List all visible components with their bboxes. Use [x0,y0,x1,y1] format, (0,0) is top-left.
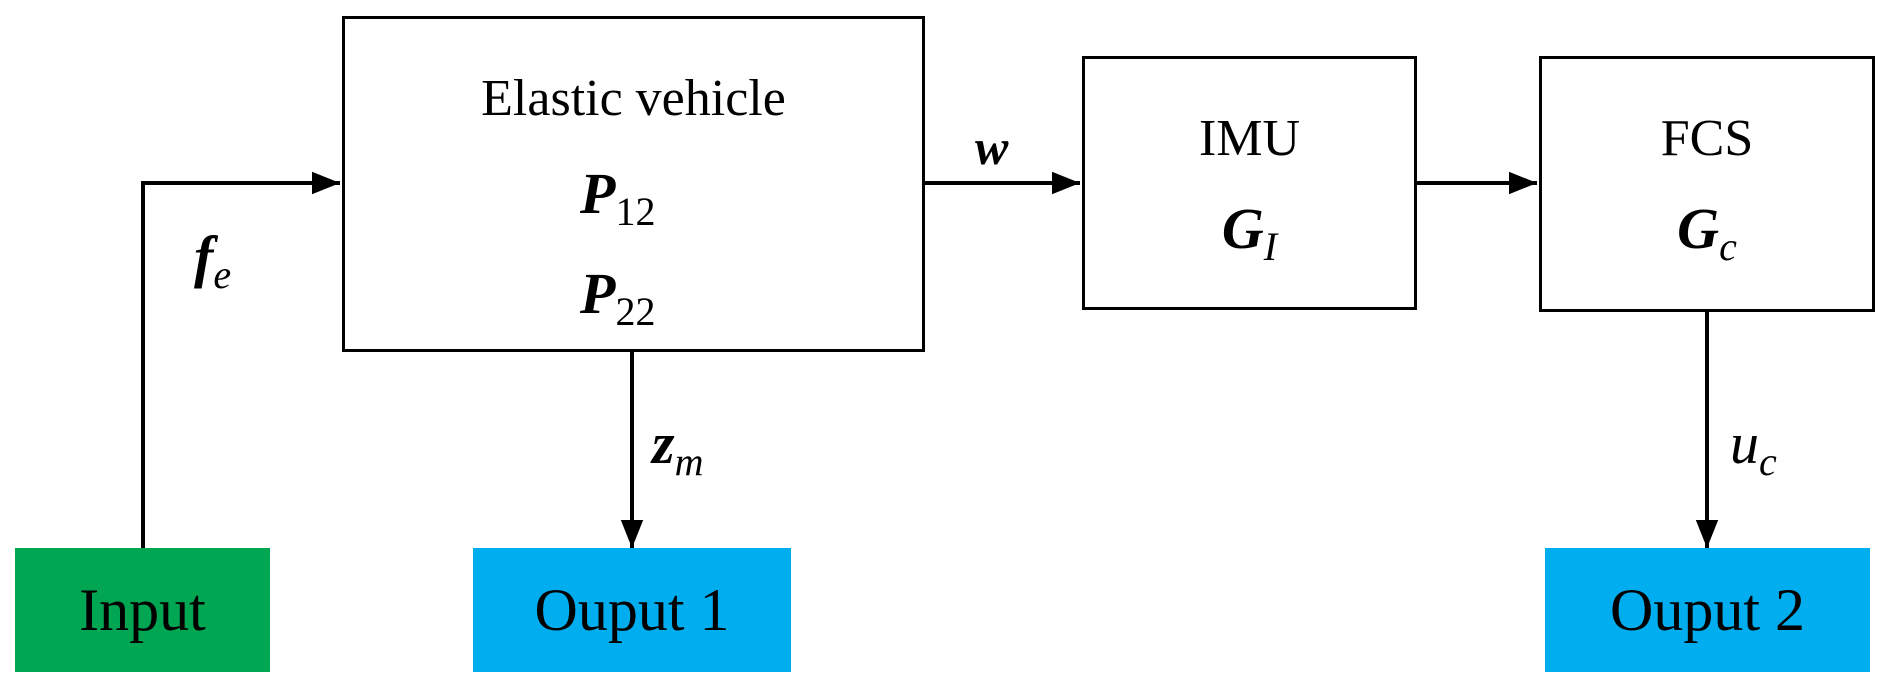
elastic-vehicle-block [342,16,925,352]
signal-uc: uc [1730,415,1777,482]
output1-terminal: Ouput 1 [473,548,791,672]
signal-uc-symbol: u [1730,411,1759,476]
matrix-bottom-symbol: P [580,261,616,326]
matrix-entry-bottom: P22 [580,265,655,332]
signal-zm-subscript: m [674,439,704,484]
fcs-title: FCS [1660,110,1754,167]
fcs-symbol: G [1677,196,1720,261]
matrix-bottom-subscript: 22 [615,289,656,334]
signal-fe-subscript: e [213,252,232,297]
imu-symbol: G [1221,196,1264,261]
signal-w: w [975,119,1009,175]
input-terminal: Input [15,548,270,672]
imu-title: IMU [1198,110,1301,167]
matrix-entry-top: P12 [580,165,655,232]
arrow-input-to-plant [141,171,340,548]
signal-uc-subscript: c [1759,439,1777,484]
signal-zm: zm [652,415,703,482]
elastic-vehicle-title: Elastic vehicle [481,70,786,127]
matrix-top-symbol: P [580,161,616,226]
imu-subscript: I [1263,224,1278,269]
imu-block [1082,56,1417,310]
fcs-block [1539,56,1875,312]
imu-transfer: GI [1082,200,1417,267]
signal-fe-symbol: f [194,224,214,289]
fcs-transfer: Gc [1539,200,1875,267]
signal-fe: fe [194,228,231,295]
fcs-subscript: c [1719,224,1737,269]
matrix-top-subscript: 12 [615,189,656,234]
output2-terminal: Ouput 2 [1545,548,1870,672]
signal-zm-symbol: z [652,411,675,476]
